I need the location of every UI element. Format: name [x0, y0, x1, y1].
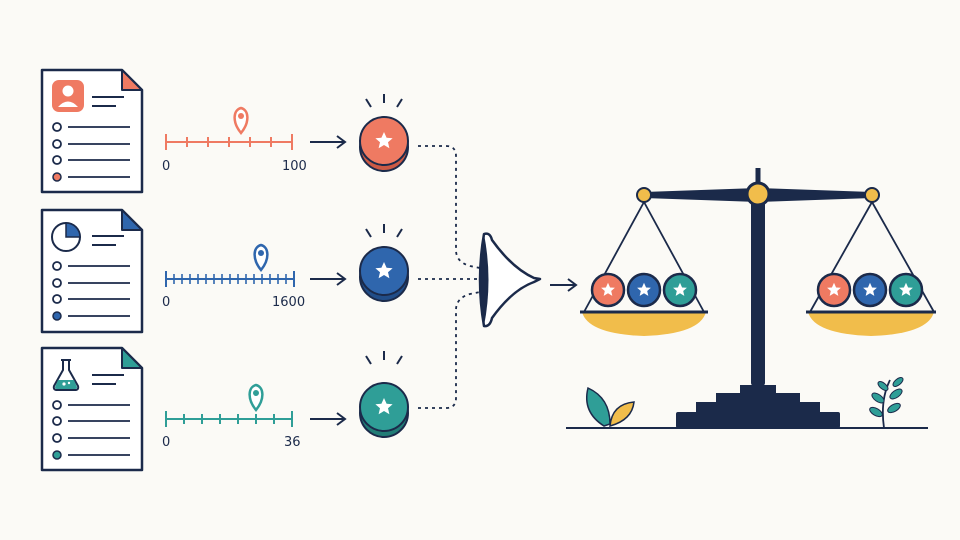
arrow-right-icon — [310, 272, 347, 286]
location-pin-icon — [253, 243, 269, 272]
arrow-right-icon — [310, 135, 347, 149]
right-pan — [806, 272, 936, 336]
location-pin-icon — [233, 106, 249, 135]
star-token-icon — [359, 94, 409, 172]
plant-icon — [586, 386, 635, 428]
person-icon — [52, 80, 84, 112]
pie-chart-icon — [51, 222, 81, 252]
star-token-icon — [626, 272, 662, 308]
fine-ticks — [173, 274, 287, 284]
star-token-icon — [590, 272, 626, 308]
range-scale-1 — [165, 134, 293, 150]
balance-scale-icon — [566, 168, 935, 429]
scale-max-label: 36 — [284, 435, 301, 450]
star-token-icon — [852, 272, 888, 308]
star-token-icon — [359, 351, 409, 438]
document-card-2 — [40, 208, 144, 334]
range-scale-3 — [165, 411, 293, 427]
arrow-right-icon — [310, 412, 347, 426]
scale-min-label: 0 — [162, 159, 170, 174]
document-card-3 — [40, 346, 144, 472]
star-token-icon — [359, 224, 409, 302]
scale-min-label: 0 — [162, 435, 170, 450]
arrow-right-icon — [550, 278, 578, 292]
location-pin-icon — [248, 383, 264, 412]
row-1: 0 100 — [40, 68, 409, 194]
row-2: 0 1600 — [40, 208, 409, 334]
scale-min-label: 0 — [162, 295, 170, 310]
flask-icon — [52, 359, 80, 391]
dashed-connectors — [418, 145, 481, 409]
document-card-1 — [40, 68, 144, 194]
scale-max-label: 100 — [282, 159, 307, 174]
star-token-icon — [662, 272, 698, 308]
left-pan — [580, 272, 708, 336]
star-token-icon — [888, 272, 924, 308]
scale-max-label: 1600 — [272, 295, 305, 310]
row-3: 0 36 — [40, 346, 409, 472]
star-token-icon — [816, 272, 852, 308]
plant-icon — [869, 377, 904, 429]
funnel-icon — [478, 232, 542, 328]
